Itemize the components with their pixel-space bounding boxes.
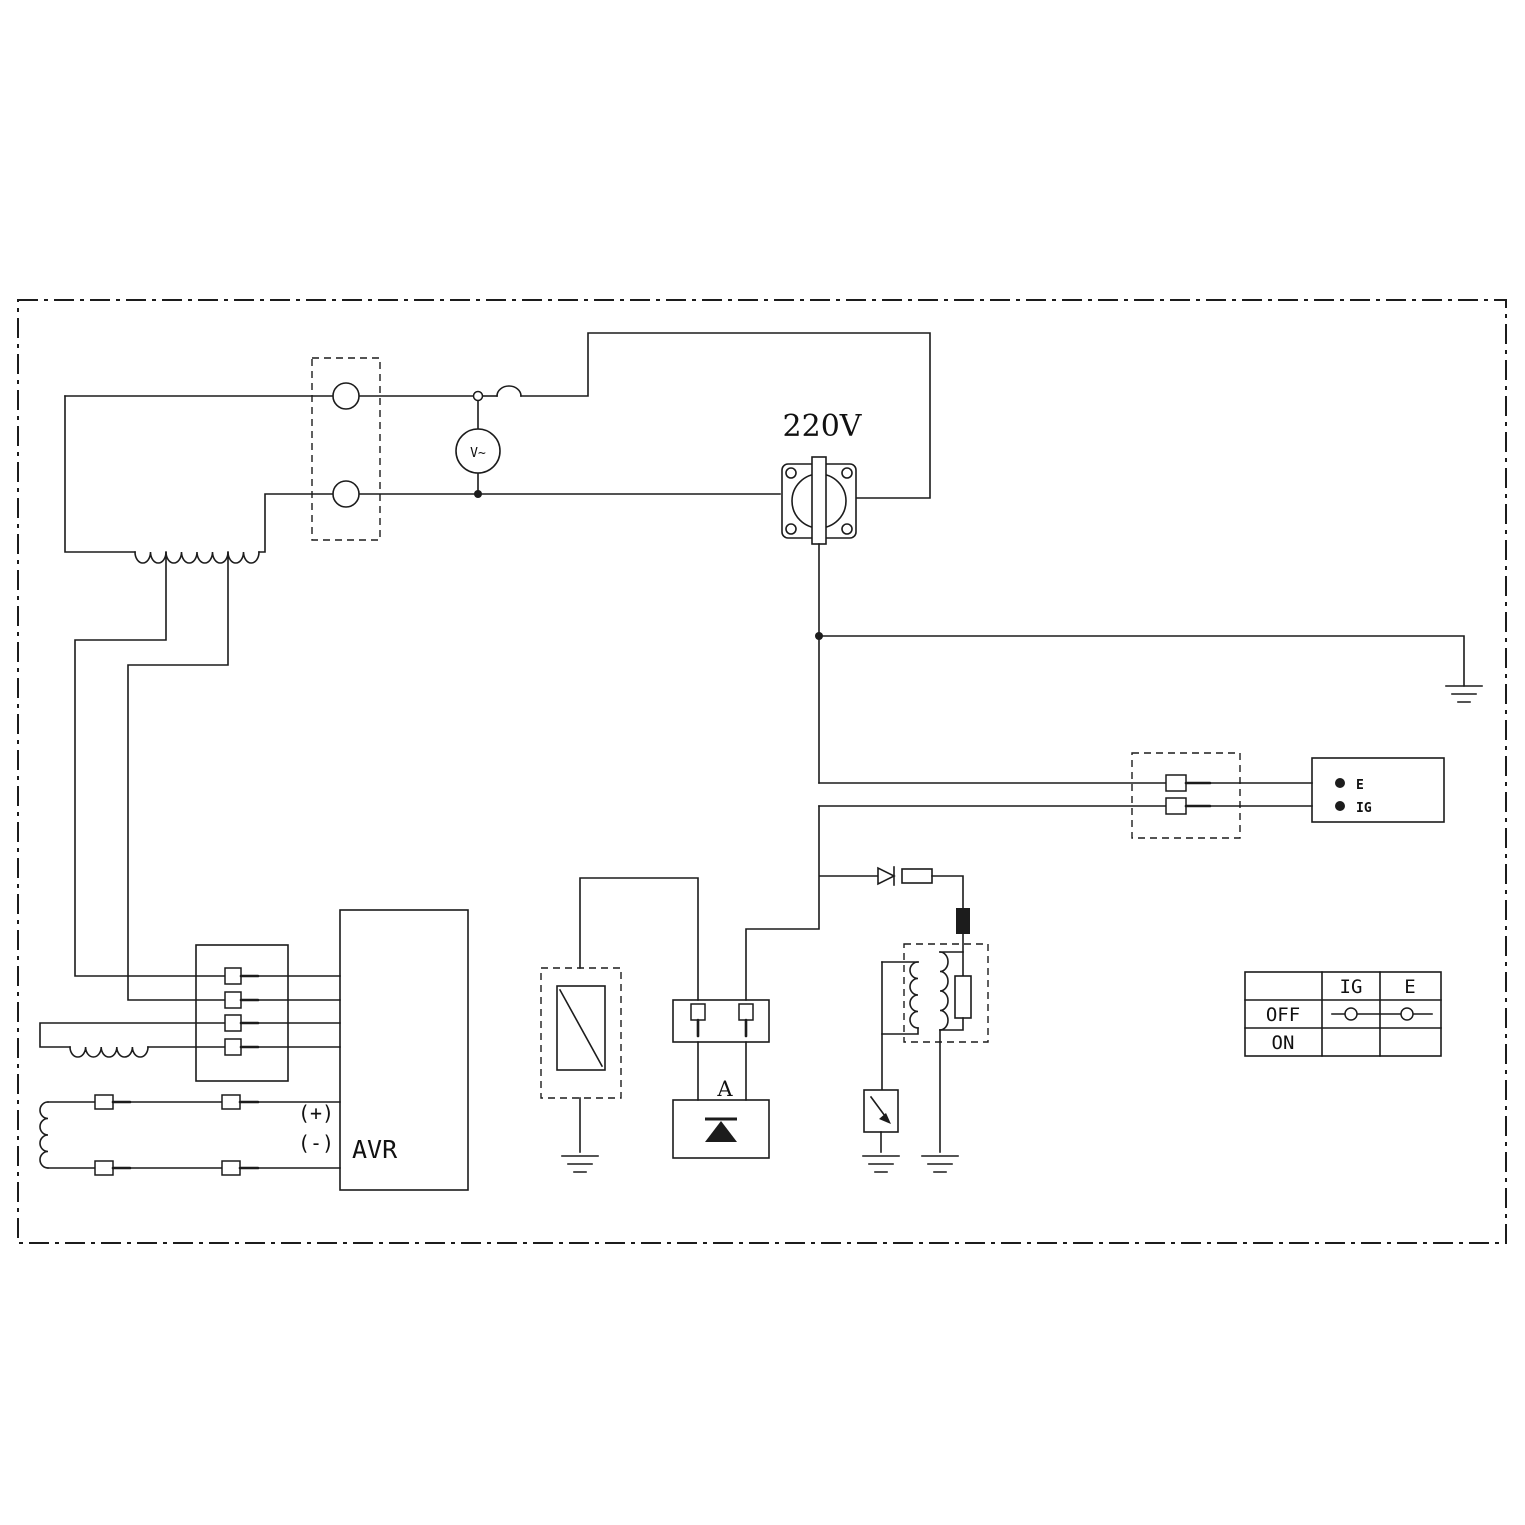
primary-winding (909, 961, 919, 1029)
exciter-winding (69, 1046, 149, 1058)
connector-plug-icon (1165, 774, 1187, 792)
connector-plug-icon (94, 1094, 114, 1110)
connector-plug-icon (738, 1003, 754, 1021)
avr-connector (39, 551, 341, 1082)
connector-outline (311, 357, 381, 541)
fuse-icon (496, 385, 522, 397)
terminal-ig-label: IG (1356, 801, 1372, 816)
charge-coil-connector (672, 999, 770, 1101)
terminal-circle-bottom (332, 480, 360, 508)
ignition-circuit (862, 866, 989, 1173)
arrow-icon (879, 1113, 891, 1124)
ground-icon (1445, 685, 1483, 703)
rectifier-box (672, 1099, 770, 1159)
connector-plug-icon (221, 1094, 241, 1110)
ground-icon (862, 1155, 900, 1173)
spark-plug-icon (869, 1095, 887, 1118)
screw-icon (841, 467, 853, 479)
screw-icon (785, 467, 797, 479)
condenser (540, 877, 699, 1173)
connector-pin-icon (224, 1038, 242, 1056)
inline-fuse (901, 868, 933, 884)
avr-label: AVR (352, 1135, 398, 1164)
avr-plus-label: (+) (298, 1101, 334, 1125)
connector-plug-icon (94, 1160, 114, 1176)
junction-dot (474, 490, 482, 498)
terminal-ig-dot (1335, 801, 1345, 811)
rectifier: A (672, 1077, 770, 1159)
voltmeter-label: V~ (470, 446, 486, 461)
switch-contact-icon (1344, 1007, 1358, 1021)
stator-winding (134, 551, 260, 564)
screw-icon (841, 523, 853, 535)
secondary-winding (939, 951, 949, 1031)
connector-outline (672, 999, 770, 1043)
ground-icon (921, 1155, 959, 1173)
output-connector (311, 357, 381, 541)
rotor-winding-circuit: (+) (-) (39, 1094, 341, 1176)
diagram-border (17, 299, 1507, 1244)
power-outlet: 220V (781, 409, 863, 545)
voltmeter-dial (455, 428, 501, 474)
avr-unit: AVR (339, 909, 469, 1191)
stop-connector-outline (1131, 752, 1241, 839)
tap-junction (472, 390, 484, 402)
screw-icon (785, 523, 797, 535)
terminal-e-dot (1335, 778, 1345, 788)
engine-stop-wires (745, 752, 1313, 1001)
rectifier-label: A (716, 1077, 733, 1101)
connector-pin-icon (224, 991, 242, 1009)
terminal-circle-top (332, 382, 360, 410)
table-header-ig: IG (1340, 976, 1363, 998)
stop-terminal-box: E IG (1311, 757, 1445, 823)
diode-icon (877, 866, 896, 886)
earth-wires (815, 543, 1483, 784)
voltmeter: V~ (455, 428, 501, 474)
table-row-off: OFF (1266, 1004, 1300, 1026)
connector-plug-icon (1165, 797, 1187, 815)
outlet-voltage-label: 220V (783, 409, 863, 444)
terminal-box-outline (1311, 757, 1445, 823)
connector-pin-icon (224, 1014, 242, 1032)
avr-box (339, 909, 469, 1191)
rectifier-diode-icon (705, 1121, 737, 1142)
connector-block-outline (195, 944, 289, 1082)
coil-resistor (954, 975, 972, 1019)
rotor-winding (39, 1101, 49, 1169)
connector-plug-icon (221, 1160, 241, 1176)
ignition-coil-outline (903, 943, 989, 1043)
outlet-slot (811, 456, 827, 545)
series-resistor (956, 908, 970, 934)
stop-switch-table: IG E OFF ON (1244, 971, 1442, 1057)
condenser-outline (540, 967, 622, 1099)
table-outline (1244, 971, 1442, 1057)
switch-contact-icon (1400, 1007, 1414, 1021)
avr-minus-label: (-) (298, 1131, 334, 1155)
table-header-e: E (1404, 976, 1415, 998)
ground-icon (561, 1155, 599, 1173)
output-circuit-wires (64, 332, 931, 553)
connector-plug-icon (690, 1003, 706, 1021)
table-row-on: ON (1272, 1032, 1295, 1054)
connector-pin-icon (224, 967, 242, 985)
terminal-e-label: E (1356, 778, 1364, 793)
